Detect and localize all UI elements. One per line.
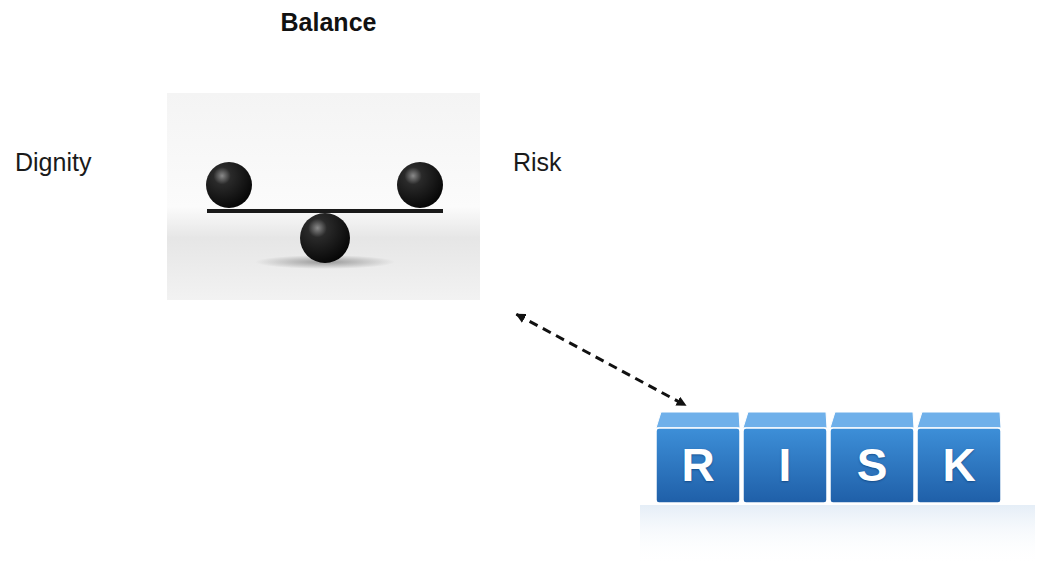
dashed-connector bbox=[516, 314, 685, 405]
side-label: Risk bbox=[513, 148, 562, 177]
risk-cube: S bbox=[829, 412, 915, 504]
risk-cube: I bbox=[742, 412, 828, 504]
side-label: Dignity bbox=[15, 148, 91, 177]
cube-front-face bbox=[830, 428, 914, 503]
cube-front-face bbox=[743, 428, 827, 503]
cube-top-face bbox=[917, 412, 1001, 428]
cube-letter: I bbox=[742, 438, 828, 492]
cube-top-face bbox=[656, 412, 740, 428]
cube-top-face bbox=[743, 412, 827, 428]
diagram-title: Balance bbox=[167, 8, 490, 37]
risk-cube: K bbox=[916, 412, 1002, 504]
cube-front-face bbox=[917, 428, 1001, 503]
cube-letter: S bbox=[829, 438, 915, 492]
cube-front-face bbox=[656, 428, 740, 503]
cube-letter: R bbox=[655, 438, 741, 492]
balance-frame: Balance bbox=[167, 8, 490, 300]
risk-cube: R bbox=[655, 412, 741, 504]
cube-top-face bbox=[830, 412, 914, 428]
cube-letter: K bbox=[916, 438, 1002, 492]
